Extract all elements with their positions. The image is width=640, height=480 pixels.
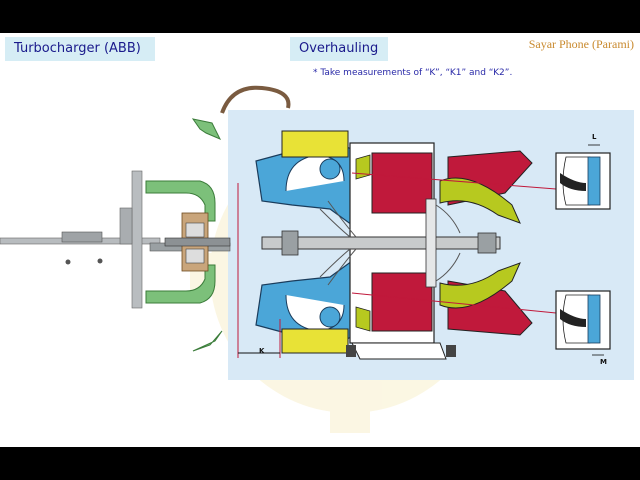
detail-inset-m (555, 290, 611, 356)
measurement-note: * Take measurements of “K”, “K1” and “K2… (313, 68, 513, 78)
slide-title: Turbocharger (ABB) (5, 37, 155, 61)
bearing-assembly (164, 212, 231, 272)
turbocharger-section (255, 130, 533, 360)
brand-label: Sayar Phone (Parami) (528, 37, 634, 51)
dimension-label-m: M (600, 358, 607, 366)
dimension-label-k: K (259, 347, 265, 355)
casing-ring (220, 85, 291, 114)
slide: Turbocharger (ABB) Overhauling Sayar Pho… (0, 33, 640, 447)
detail-inset-l (555, 144, 611, 210)
detail-leaders (351, 172, 557, 314)
section-title: Overhauling (290, 37, 388, 61)
k-dimension (237, 183, 281, 358)
turbocharger-diagram (0, 85, 634, 433)
bearing-bracket (145, 118, 223, 352)
dimension-label-l: L (592, 133, 597, 141)
